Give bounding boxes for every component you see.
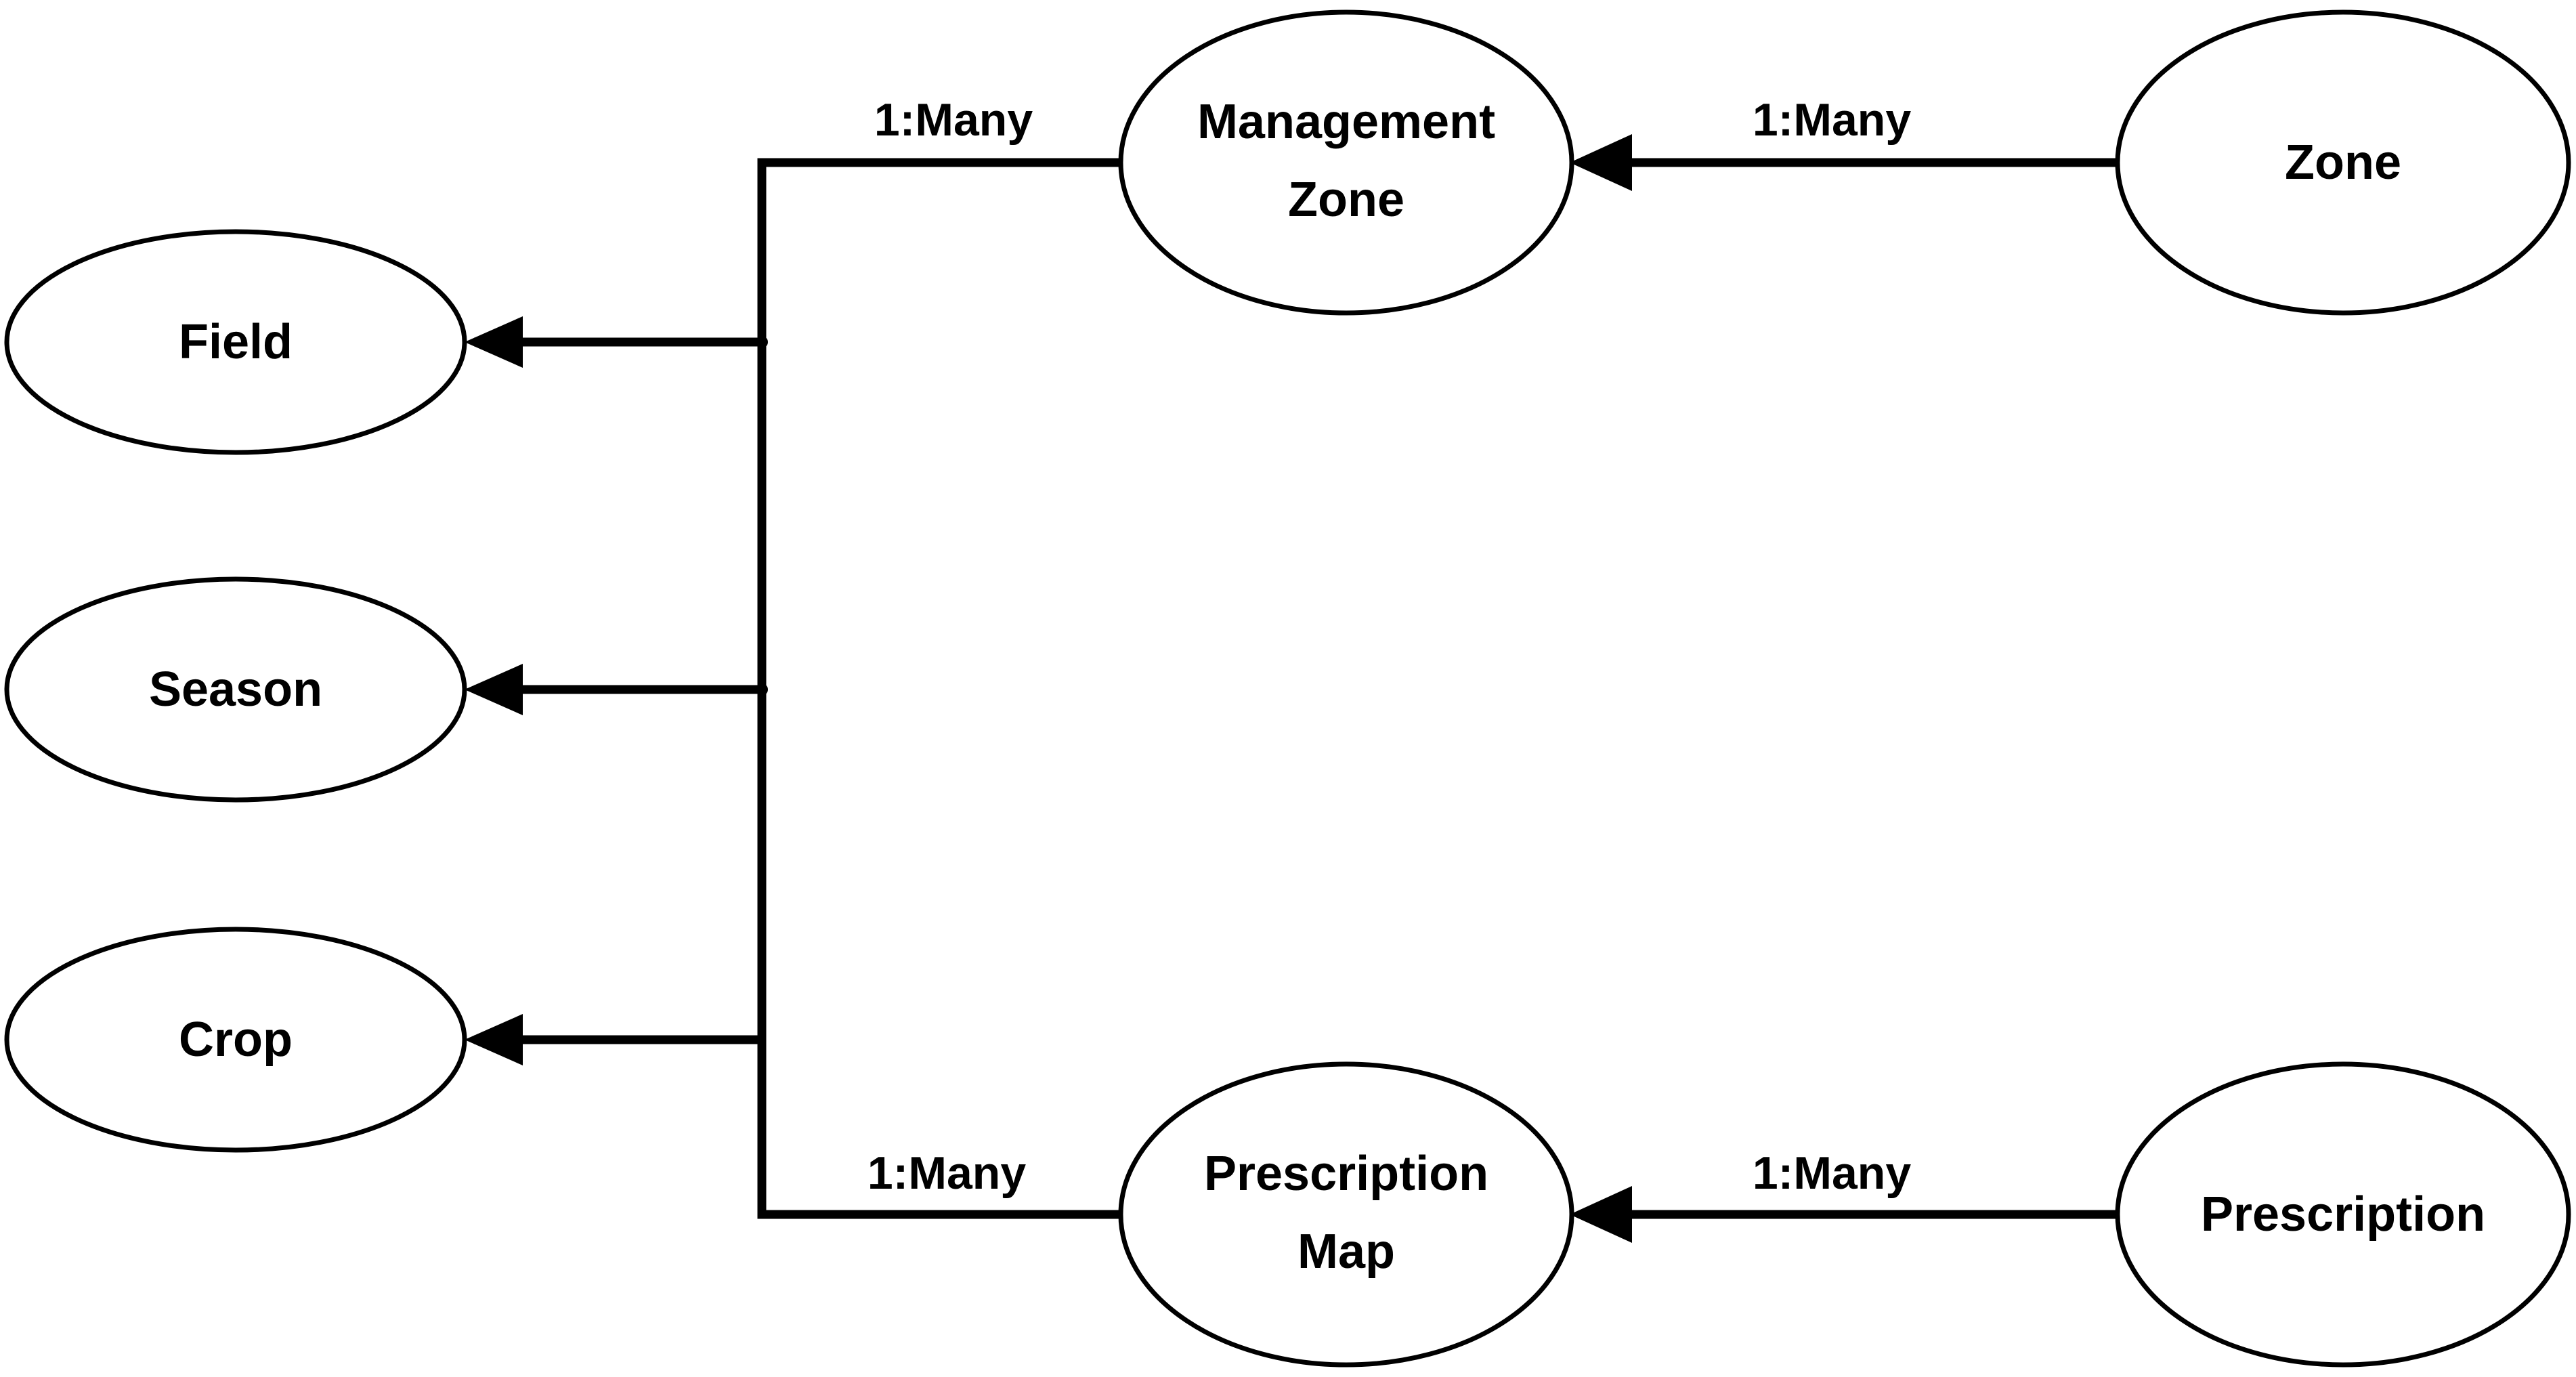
- cardinality-label-trunk-prescription-map: 1:Many: [867, 1147, 1026, 1199]
- entity-prescription[interactable]: Prescription: [2115, 1061, 2571, 1368]
- entity-zone-shape[interactable]: [2115, 9, 2571, 316]
- entity-crop-label: Crop: [179, 1013, 293, 1067]
- entity-zone[interactable]: Zone: [2115, 9, 2571, 316]
- entity-management-zone[interactable]: Management Zone: [1118, 9, 1574, 316]
- entity-prescription-map-shape[interactable]: [1118, 1061, 1574, 1368]
- arrowhead-field: [465, 316, 523, 368]
- cardinality-label-prescription-prescription-map: 1:Many: [1753, 1147, 1911, 1199]
- entity-season-shape[interactable]: [4, 576, 467, 803]
- entity-management-zone-label-line2: Zone: [1288, 173, 1404, 227]
- entity-prescription-map[interactable]: Prescription Map: [1118, 1061, 1574, 1368]
- junction-dot-season: [756, 683, 768, 696]
- arrowhead-crop: [465, 1014, 523, 1065]
- entity-prescription-map-label-line2: Map: [1297, 1225, 1395, 1279]
- entity-crop-shape[interactable]: [4, 927, 467, 1153]
- entity-field-shape[interactable]: [4, 229, 467, 455]
- entity-management-zone-shape[interactable]: [1118, 9, 1574, 316]
- entity-field[interactable]: Field: [4, 229, 467, 455]
- cardinality-label-zone-management-zone: 1:Many: [1753, 94, 1911, 146]
- cardinality-label-trunk-management-zone: 1:Many: [874, 94, 1033, 146]
- entity-crop[interactable]: Crop: [4, 927, 467, 1153]
- entity-zone-label: Zone: [2285, 135, 2401, 190]
- arrowhead-season: [465, 664, 523, 715]
- entity-season[interactable]: Season: [4, 576, 467, 803]
- entity-prescription-label: Prescription: [2201, 1187, 2485, 1242]
- entity-field-label: Field: [179, 315, 293, 369]
- trunk-spine-path: [757, 158, 1143, 1219]
- entity-prescription-shape[interactable]: [2115, 1061, 2571, 1368]
- entity-management-zone-label-line1: Management: [1197, 95, 1495, 149]
- junction-dot-field: [756, 336, 768, 348]
- entity-season-label: Season: [149, 662, 322, 717]
- arrowhead-management-zone: [1570, 134, 1632, 191]
- entity-prescription-map-label-line1: Prescription: [1204, 1147, 1488, 1201]
- arrowhead-prescription-map: [1570, 1186, 1632, 1243]
